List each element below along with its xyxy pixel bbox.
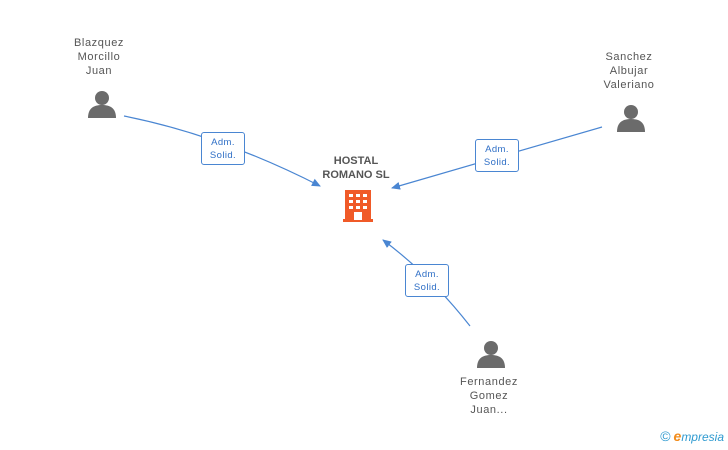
copyright-symbol: © (660, 428, 671, 444)
person-icon[interactable] (88, 91, 116, 118)
company-name[interactable]: HOSTAL ROMANO SL (322, 155, 390, 181)
brand-name: mpresia (681, 430, 724, 444)
person-name-blazquez[interactable]: Blazquez Morcillo Juan (73, 37, 125, 77)
person-icon[interactable] (617, 105, 645, 132)
person-icon[interactable] (477, 341, 505, 368)
role-badge-sanchez[interactable]: Adm. Solid. (475, 139, 519, 172)
person-name-sanchez[interactable]: Sanchez Albujar Valeriano (603, 51, 655, 91)
role-badge-blazquez[interactable]: Adm. Solid. (201, 132, 245, 165)
footer-brand[interactable]: © empresia (660, 428, 724, 444)
person-name-fernandez[interactable]: Fernandez Gomez Juan... (460, 376, 518, 416)
brand-logo-initial: e (673, 428, 682, 444)
building-icon[interactable] (343, 190, 373, 222)
role-badge-fernandez[interactable]: Adm. Solid. (405, 264, 449, 297)
